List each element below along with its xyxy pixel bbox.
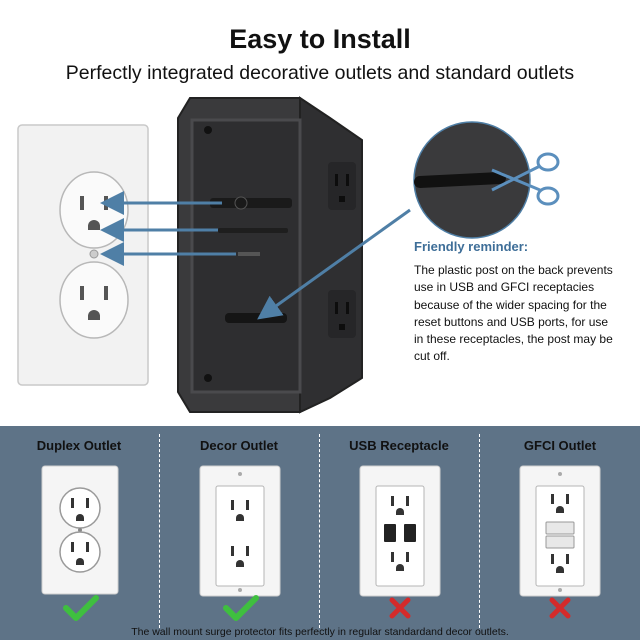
page-title: Easy to Install (229, 24, 411, 54)
scissors-icon (491, 152, 560, 206)
outlet-compatibility-strip: Duplex Outlet Decor Outlet (0, 426, 640, 640)
reminder-text: The plastic post on the back prevents us… (414, 263, 613, 364)
installation-illustration (17, 96, 560, 414)
usb-receptacle-image (359, 465, 441, 597)
footer-note: The wall mount surge protector fits perf… (131, 626, 509, 638)
gfci-outlet-image (519, 465, 601, 597)
alignment-arrows (100, 191, 411, 320)
duplex-outlet-image (41, 465, 119, 595)
x-icon (549, 597, 571, 619)
check-icon (223, 595, 259, 621)
check-icon (63, 595, 99, 621)
panel-usb-receptacle: USB Receptacle (322, 434, 476, 628)
panel-divider (479, 434, 480, 628)
panel-label: GFCI Outlet (523, 438, 597, 453)
panel-gfci-outlet: GFCI Outlet (482, 434, 638, 628)
panel-label: Duplex Outlet (36, 438, 122, 453)
panel-divider (159, 434, 160, 628)
decor-outlet-image (199, 465, 281, 597)
x-icon (389, 597, 411, 619)
cut-post-zoom-image (413, 121, 560, 239)
page-subtitle: Perfectly integrated decorative outlets … (65, 62, 575, 84)
panel-decor-outlet: Decor Outlet (162, 434, 316, 628)
reminder-heading: Friendly reminder: (414, 239, 529, 254)
panel-label: USB Receptacle (349, 438, 449, 453)
panel-label: Decor Outlet (199, 438, 278, 453)
surge-protector-image (177, 96, 363, 414)
panel-divider (319, 434, 320, 628)
panel-duplex-outlet: Duplex Outlet (2, 434, 156, 628)
